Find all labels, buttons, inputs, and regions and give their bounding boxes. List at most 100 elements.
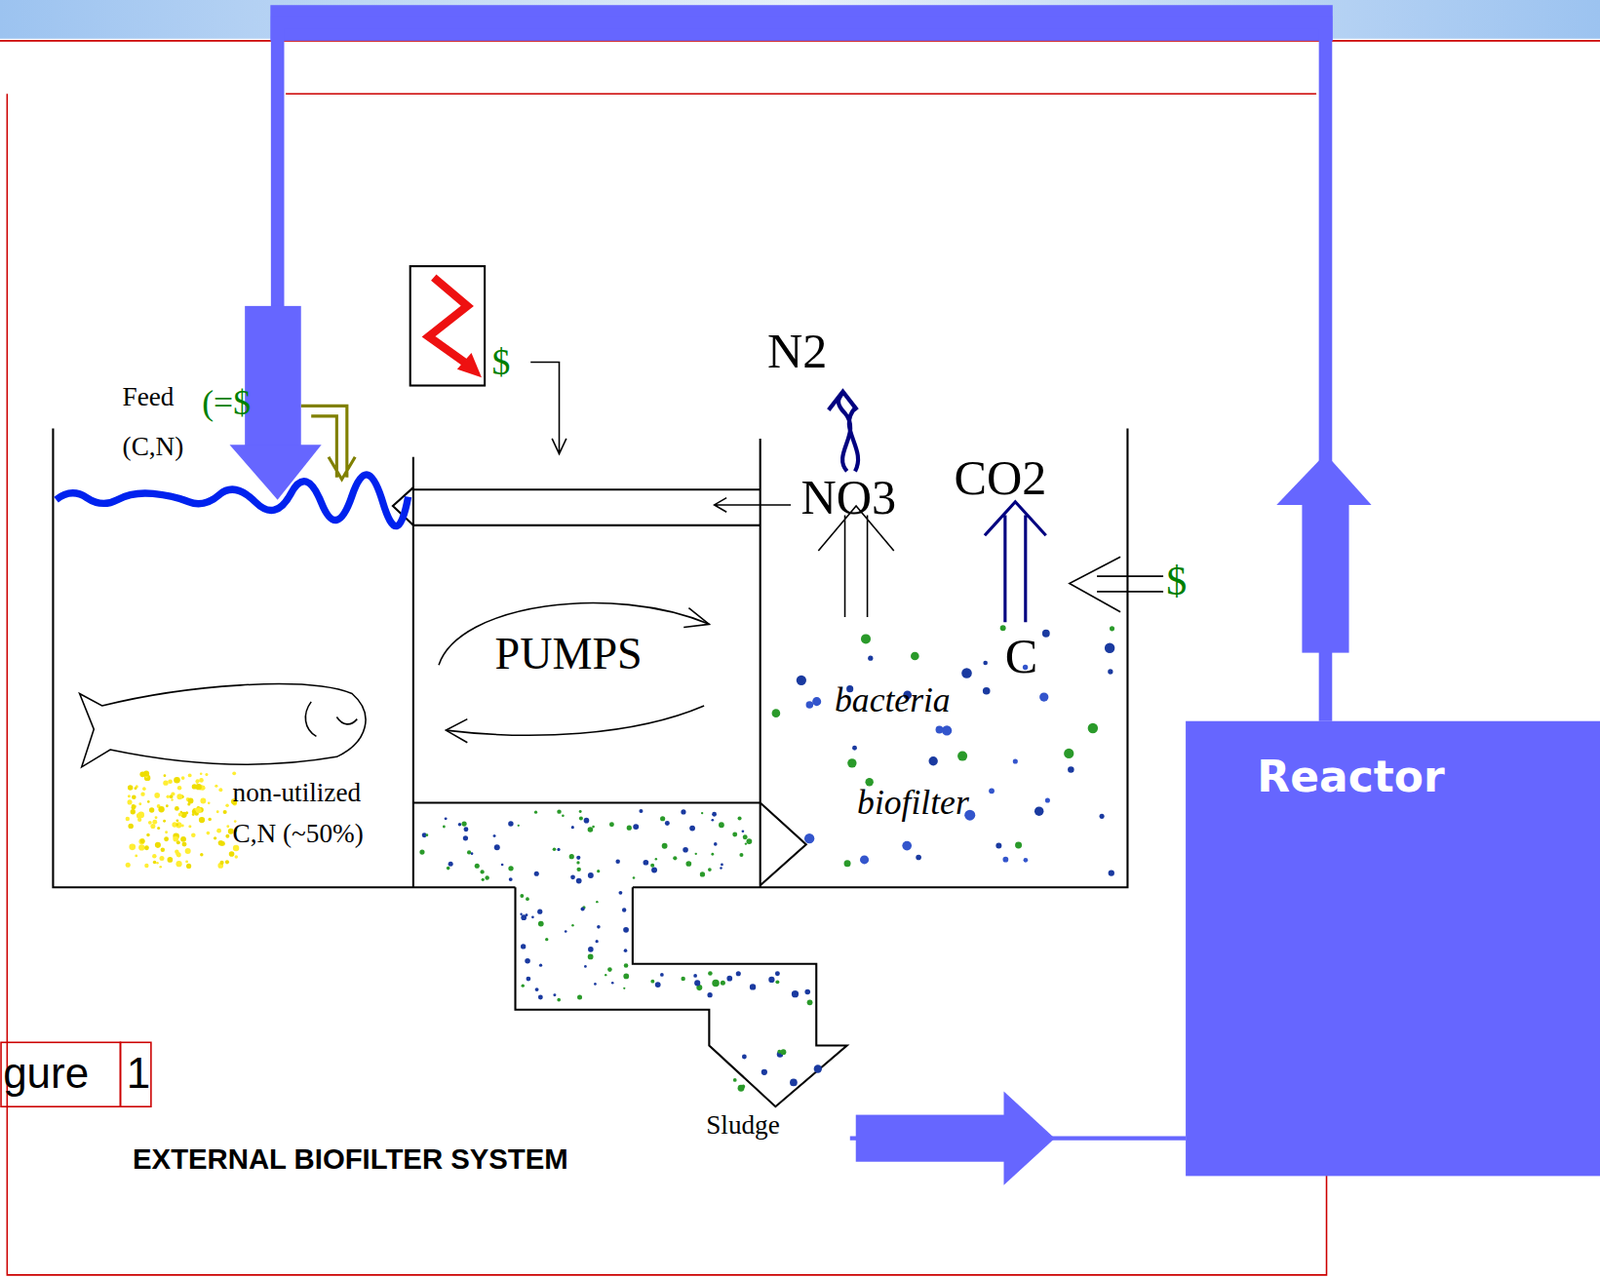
dot (463, 835, 469, 841)
dot (694, 979, 701, 986)
dot (136, 813, 143, 820)
arrow-head (1003, 1092, 1054, 1186)
dot (206, 831, 211, 836)
dot (685, 860, 692, 867)
dot (185, 848, 192, 855)
dot (577, 867, 582, 872)
dot (814, 1064, 822, 1073)
dot (651, 867, 658, 874)
dot (419, 849, 425, 855)
node-label: Sludge (705, 1111, 781, 1141)
dot (700, 871, 705, 877)
dot (131, 804, 136, 809)
dot (158, 856, 164, 861)
pump-circulation-arrow (438, 603, 709, 743)
dot (128, 844, 136, 852)
dot (1042, 629, 1051, 638)
dot (524, 958, 531, 965)
dot (188, 773, 193, 778)
dot (561, 814, 565, 818)
dot (484, 875, 489, 880)
dot (719, 866, 723, 870)
dot (791, 990, 799, 998)
figure-box (0, 1042, 120, 1107)
dot (125, 862, 131, 868)
dot (131, 794, 137, 800)
carbon-input-arrow (1069, 556, 1164, 612)
dot (204, 773, 208, 777)
dot (479, 869, 484, 874)
dot (1067, 766, 1075, 774)
dot (595, 939, 599, 943)
dot (552, 993, 556, 997)
dot (804, 989, 811, 996)
dot (1108, 869, 1115, 876)
dot (749, 983, 756, 990)
dot (577, 994, 583, 1000)
dot (545, 937, 548, 941)
dot (519, 913, 522, 916)
flow-connector (850, 1092, 1186, 1186)
dot (643, 859, 650, 866)
dot (519, 894, 524, 898)
dot (596, 925, 601, 930)
dot (173, 777, 181, 784)
dot (139, 772, 146, 779)
dot (138, 802, 142, 806)
node-label: non-utilized C,N (~50%) (233, 773, 402, 856)
cost-sign: $ (1166, 558, 1187, 604)
dot (165, 804, 169, 808)
sludge-hopper: Sludge (702, 1040, 851, 1143)
dot (507, 820, 513, 826)
pump-chamber: PUMPS (413, 525, 761, 804)
dot (982, 687, 991, 696)
dot (796, 675, 807, 686)
dot (219, 860, 224, 865)
dot (901, 841, 912, 852)
cost-sign: $ (491, 343, 510, 384)
dot (579, 810, 583, 814)
dot (225, 834, 230, 839)
dot (611, 981, 615, 985)
n2-arrow (828, 391, 859, 472)
dot (624, 963, 629, 969)
dot (744, 842, 747, 845)
dot (207, 802, 211, 806)
dot (493, 834, 497, 838)
dot (618, 891, 623, 896)
dot (741, 829, 745, 833)
dot (138, 844, 145, 851)
dot (720, 863, 724, 867)
biofilter-chamber: bacteriabiofilter (760, 612, 1129, 888)
chem-label: NO3 (801, 470, 898, 525)
node-label: bacteria (834, 681, 951, 720)
dot (910, 652, 920, 662)
dot (535, 987, 540, 992)
dot (732, 832, 738, 838)
dot (650, 863, 655, 868)
dot (1045, 797, 1051, 803)
dot (710, 853, 714, 857)
dot (448, 861, 454, 867)
arrow-head (1276, 454, 1371, 506)
dot (680, 809, 686, 815)
dot (180, 836, 187, 843)
dot (604, 974, 607, 976)
feed-arrow (301, 405, 355, 479)
dot (660, 973, 664, 977)
dot (175, 819, 179, 822)
dot (195, 780, 199, 784)
dot (655, 858, 658, 860)
dot (556, 848, 560, 852)
dot (162, 780, 168, 785)
dot (446, 866, 451, 871)
dot (695, 853, 698, 856)
dot (742, 834, 748, 840)
dot (576, 860, 580, 864)
dot (507, 865, 513, 871)
dot (915, 855, 922, 861)
dot (1014, 842, 1022, 850)
dot (142, 786, 147, 791)
dot (534, 871, 540, 877)
fish (79, 684, 366, 768)
